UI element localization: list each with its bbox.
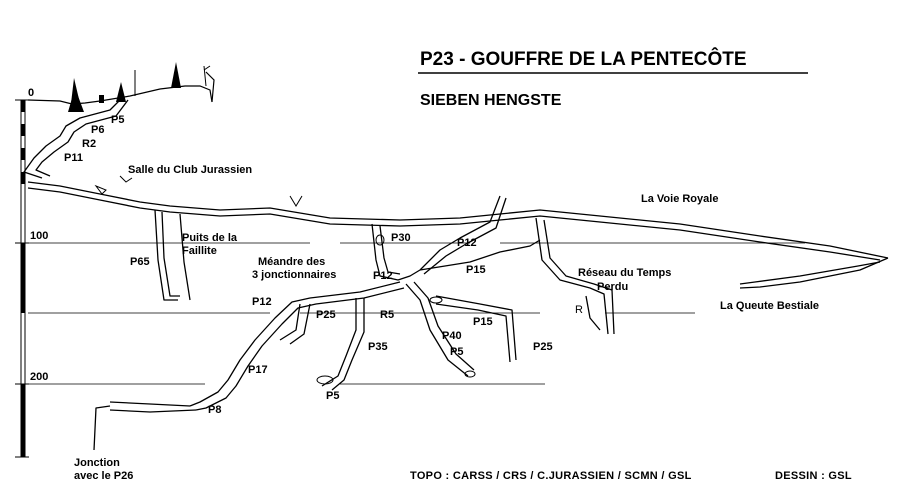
surface-terrain bbox=[27, 71, 215, 105]
label-voie-royale: La Voie Royale bbox=[641, 193, 719, 205]
label-p17: P17 bbox=[248, 364, 268, 376]
label-p11: P11 bbox=[64, 152, 83, 164]
page-title: P23 - GOUFFRE DE LA PENTECÔTE bbox=[420, 49, 747, 70]
label-p65: P65 bbox=[130, 256, 150, 268]
label-r-small: R bbox=[575, 304, 583, 316]
passage-details bbox=[94, 175, 476, 385]
label-meandre-1: Méandre des bbox=[258, 256, 326, 268]
label-p25-right: P25 bbox=[533, 341, 553, 353]
label-p25-left: P25 bbox=[316, 309, 336, 321]
label-p15-mid: P15 bbox=[473, 316, 493, 328]
label-p12-right: P12 bbox=[457, 237, 477, 249]
label-meandre-2: 3 jonctionnaires bbox=[252, 269, 337, 281]
label-jonction-2: avec le P26 bbox=[74, 470, 134, 482]
tree-icon bbox=[68, 62, 211, 112]
label-reseau-2: Perdu bbox=[597, 281, 629, 293]
label-p12-center: P12 bbox=[373, 270, 393, 282]
label-puits-faillite-2: Faillite bbox=[182, 245, 217, 257]
label-p5-bottom: P5 bbox=[326, 390, 340, 402]
label-puits-faillite-1: Puits de la bbox=[182, 232, 238, 244]
label-p6: P6 bbox=[91, 124, 105, 136]
label-p5-top: P5 bbox=[111, 114, 125, 126]
label-queute-bestiale: La Queute Bestiale bbox=[720, 300, 820, 312]
depth-scale-bar bbox=[15, 99, 29, 458]
label-p15-right: P15 bbox=[466, 264, 486, 276]
credits-dessin: DESSIN : GSL bbox=[775, 470, 852, 482]
label-reseau-1: Réseau du Temps bbox=[578, 267, 672, 279]
label-p35: P35 bbox=[368, 341, 388, 353]
cave-passages bbox=[23, 99, 889, 451]
label-r2: R2 bbox=[82, 138, 97, 150]
label-p8: P8 bbox=[208, 404, 222, 416]
depth-tick-100: 100 bbox=[30, 230, 49, 242]
credits-topo: TOPO : CARSS / CRS / C.JURASSIEN / SCMN … bbox=[410, 470, 692, 482]
label-r5: R5 bbox=[380, 309, 395, 321]
label-salle: Salle du Club Jurassien bbox=[128, 164, 253, 176]
page-subtitle: SIEBEN HENGSTE bbox=[420, 92, 562, 109]
label-p30: P30 bbox=[391, 232, 411, 244]
depth-tick-200: 200 bbox=[30, 371, 49, 383]
label-p40: P40 bbox=[442, 330, 462, 342]
label-jonction-1: Jonction bbox=[74, 457, 120, 469]
depth-tick-0: 0 bbox=[28, 87, 35, 99]
label-p5-mid: P5 bbox=[450, 346, 464, 358]
depth-reference-lines bbox=[28, 242, 805, 385]
label-p12-left: P12 bbox=[252, 296, 272, 308]
